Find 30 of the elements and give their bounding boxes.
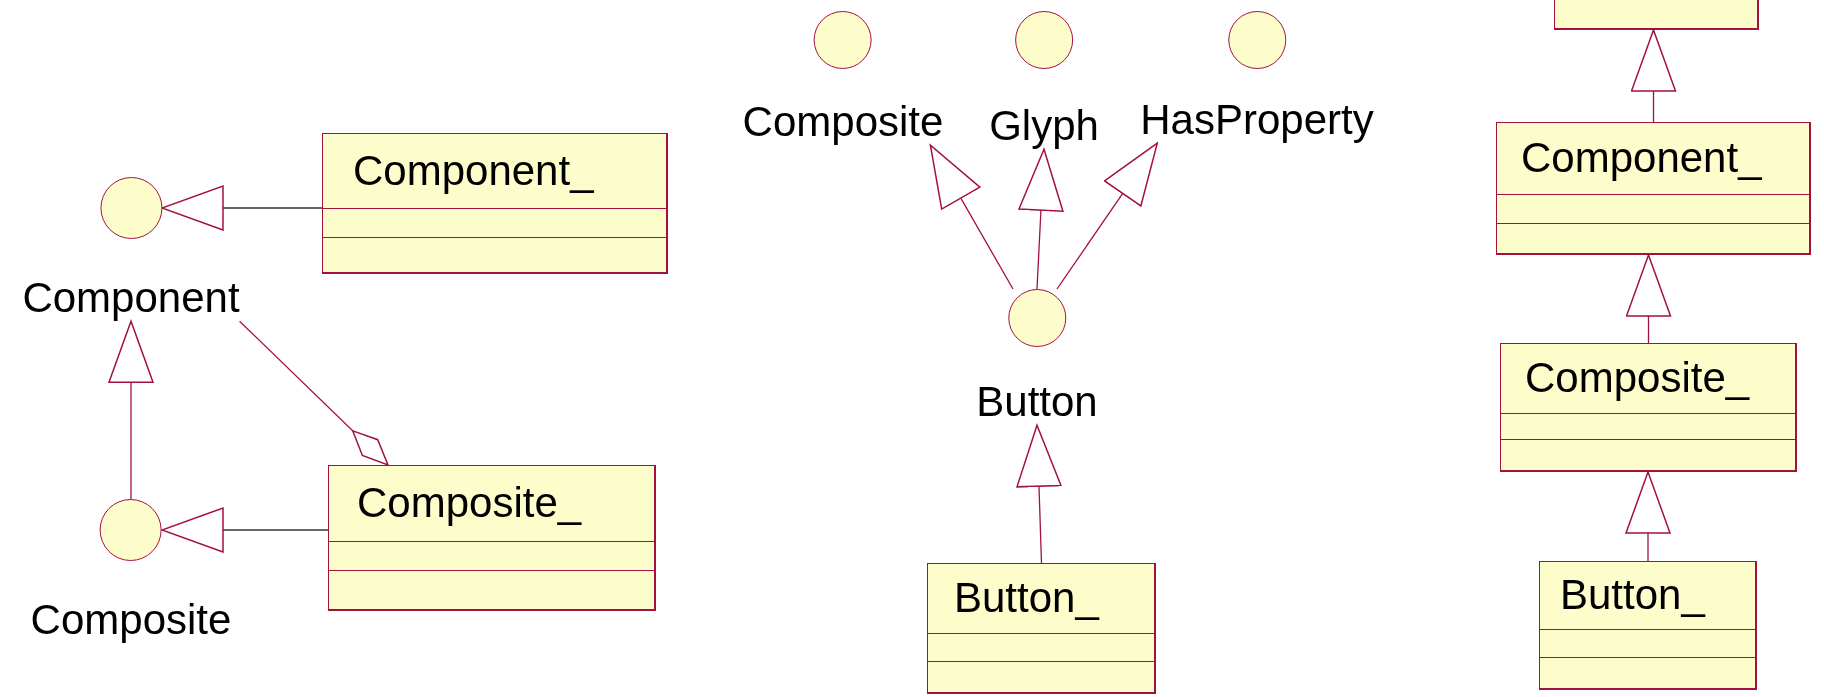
class-name: Button_ — [954, 575, 1099, 622]
interface-name: Component — [22, 275, 240, 322]
inheritance-arrow — [1056, 142, 1159, 290]
class-box — [1539, 561, 1757, 690]
interface-name: Glyph — [989, 103, 1099, 150]
inheritance-arrow — [1625, 471, 1671, 562]
interface-name: Composite — [30, 597, 232, 644]
class-name: Composite_ — [1525, 355, 1750, 402]
inheritance-arrow — [1018, 148, 1064, 290]
class-box — [927, 563, 1156, 694]
inheritance-arrow — [1625, 254, 1672, 344]
inheritance-arrow — [161, 185, 323, 231]
class-name: Button_ — [1560, 572, 1705, 619]
inheritance-arrow — [1630, 29, 1677, 123]
interface-name: Button — [976, 379, 1098, 426]
class-name: Composite_ — [357, 480, 582, 527]
inheritance-arrow — [1016, 424, 1062, 564]
inheritance-arrow — [108, 320, 154, 500]
class-box — [1500, 343, 1797, 472]
interface-name: HasProperty — [1140, 97, 1374, 144]
class-box — [322, 133, 668, 274]
inheritance-arrow — [161, 507, 329, 553]
class-box — [1496, 122, 1811, 255]
class-box — [1554, 0, 1759, 30]
class-box — [328, 465, 656, 611]
class-name: Component_ — [1521, 135, 1762, 182]
interface-name: Composite — [742, 99, 944, 146]
inheritance-arrow — [929, 144, 1014, 290]
class-name: Component_ — [353, 147, 594, 195]
aggregation-line — [238, 320, 389, 466]
